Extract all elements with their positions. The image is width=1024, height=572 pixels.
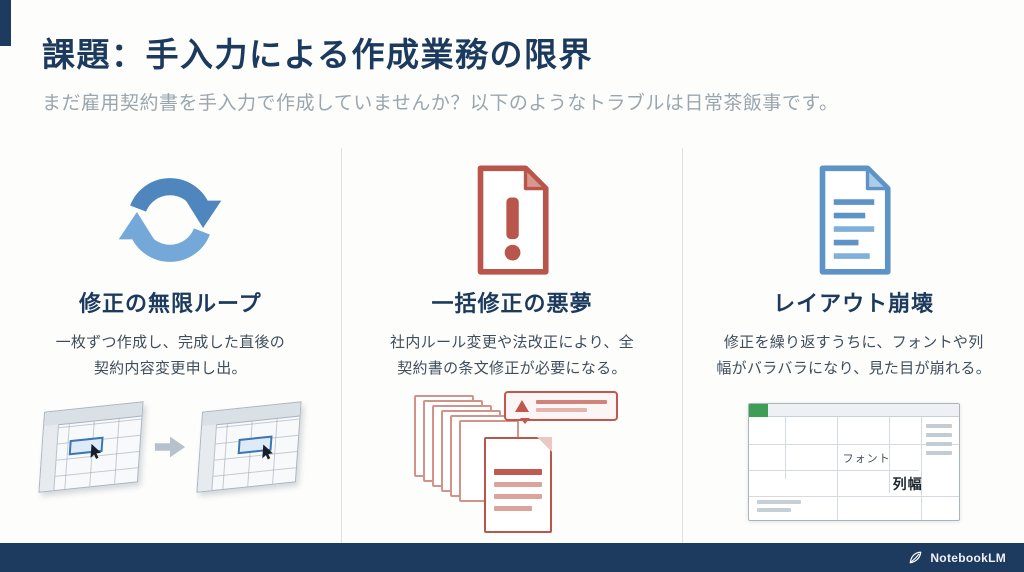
front-document bbox=[484, 437, 552, 533]
column-heading: 修正の無限ループ bbox=[78, 291, 262, 316]
description-line-1: 修正を繰り返すうちに、フォントや列 bbox=[723, 334, 984, 351]
grid-line bbox=[836, 417, 838, 520]
grid-line bbox=[784, 417, 786, 479]
description-line-1: 社内ルール変更や法改正により、全 bbox=[390, 334, 634, 351]
spreadsheet-before bbox=[38, 401, 144, 493]
text-line bbox=[494, 469, 542, 475]
arrow-right-icon bbox=[155, 436, 186, 458]
text-line bbox=[925, 442, 952, 446]
document-text-icon bbox=[809, 154, 899, 286]
text-line bbox=[756, 500, 801, 504]
grid-line bbox=[748, 444, 959, 445]
sync-loop-icon bbox=[113, 154, 227, 286]
text-line bbox=[494, 494, 542, 499]
notebooklm-logo-icon bbox=[909, 551, 922, 564]
text-lines bbox=[756, 500, 801, 516]
spreadsheet-header-row bbox=[748, 404, 959, 417]
grid-line bbox=[748, 496, 959, 497]
text-line bbox=[925, 424, 952, 428]
column-heading: 一括修正の悪夢 bbox=[431, 291, 593, 316]
description-line-2: 契約内容変更申し出。 bbox=[93, 359, 247, 377]
column-description: 一枚ずつ作成し、完成した直後の 契約内容変更申し出。 bbox=[56, 330, 286, 381]
text-line bbox=[494, 482, 542, 487]
column-description: 修正を繰り返すうちに、フォントや列 幅がバラバラになり、見た目が崩れる。 bbox=[716, 330, 991, 381]
text-line bbox=[536, 408, 588, 412]
text-line bbox=[925, 451, 952, 455]
description-line-1: 一枚ずつ作成し、完成した直後の bbox=[55, 334, 286, 351]
text-line bbox=[536, 400, 607, 404]
warning-triangle-icon bbox=[515, 400, 529, 412]
mouse-cursor-icon bbox=[89, 443, 104, 466]
footer-bar: NotebookLM bbox=[0, 543, 1024, 572]
corner-accent-bar bbox=[0, 0, 11, 46]
column-infinite-loop: 修正の無限ループ 一枚ずつ作成し、完成した直後の 契約内容変更申し出。 bbox=[0, 148, 341, 543]
callout-text-lines bbox=[536, 400, 607, 412]
font-label: フォント bbox=[842, 453, 891, 465]
spreadsheet-green-cell bbox=[748, 404, 768, 417]
description-line-2: 契約書の条文修正が必要になる。 bbox=[397, 359, 627, 377]
loop-illustration bbox=[38, 401, 302, 493]
description-line-2: 幅がバラバラになり、見た目が崩れる。 bbox=[716, 359, 991, 377]
grid-line bbox=[888, 417, 890, 493]
column-width-label: 列幅 bbox=[892, 476, 923, 492]
spreadsheet-after bbox=[196, 401, 302, 493]
broken-layout-illustration: フォント 列幅 bbox=[747, 403, 960, 521]
column-bulk-edit-nightmare: 一括修正の悪夢 社内ルール変更や法改正により、全 契約書の条文修正が必要になる。 bbox=[340, 148, 683, 543]
grid-line bbox=[748, 470, 919, 471]
slide-subtitle: まだ雇用契約書を手入力で作成していませんか？以下のようなトラブルは日常茶飯事です… bbox=[42, 93, 839, 114]
alert-document-icon bbox=[467, 154, 557, 286]
columns-section: 修正の無限ループ 一枚ずつ作成し、完成した直後の 契約内容変更申し出。 bbox=[0, 148, 1024, 543]
text-line bbox=[925, 433, 952, 437]
grid-line bbox=[920, 417, 922, 520]
mouse-cursor-icon bbox=[261, 443, 276, 466]
text-line bbox=[756, 508, 791, 512]
document-stack-illustration bbox=[414, 391, 618, 537]
brand-name: NotebookLM bbox=[930, 550, 1006, 565]
column-layout-collapse: レイアウト崩壊 修正を繰り返すうちに、フォントや列 幅がバラバラになり、見た目が… bbox=[682, 148, 1024, 543]
text-lines bbox=[925, 424, 952, 460]
slide-title: 課題：手入力による作成業務の限界 bbox=[42, 36, 594, 73]
text-line bbox=[494, 506, 533, 511]
column-description: 社内ルール変更や法改正により、全 契約書の条文修正が必要になる。 bbox=[390, 330, 634, 381]
column-heading: レイアウト崩壊 bbox=[773, 291, 935, 316]
slide-header: 課題：手入力による作成業務の限界 まだ雇用契約書を手入力で作成していませんか？以… bbox=[0, 0, 1024, 115]
warning-callout bbox=[504, 391, 618, 424]
